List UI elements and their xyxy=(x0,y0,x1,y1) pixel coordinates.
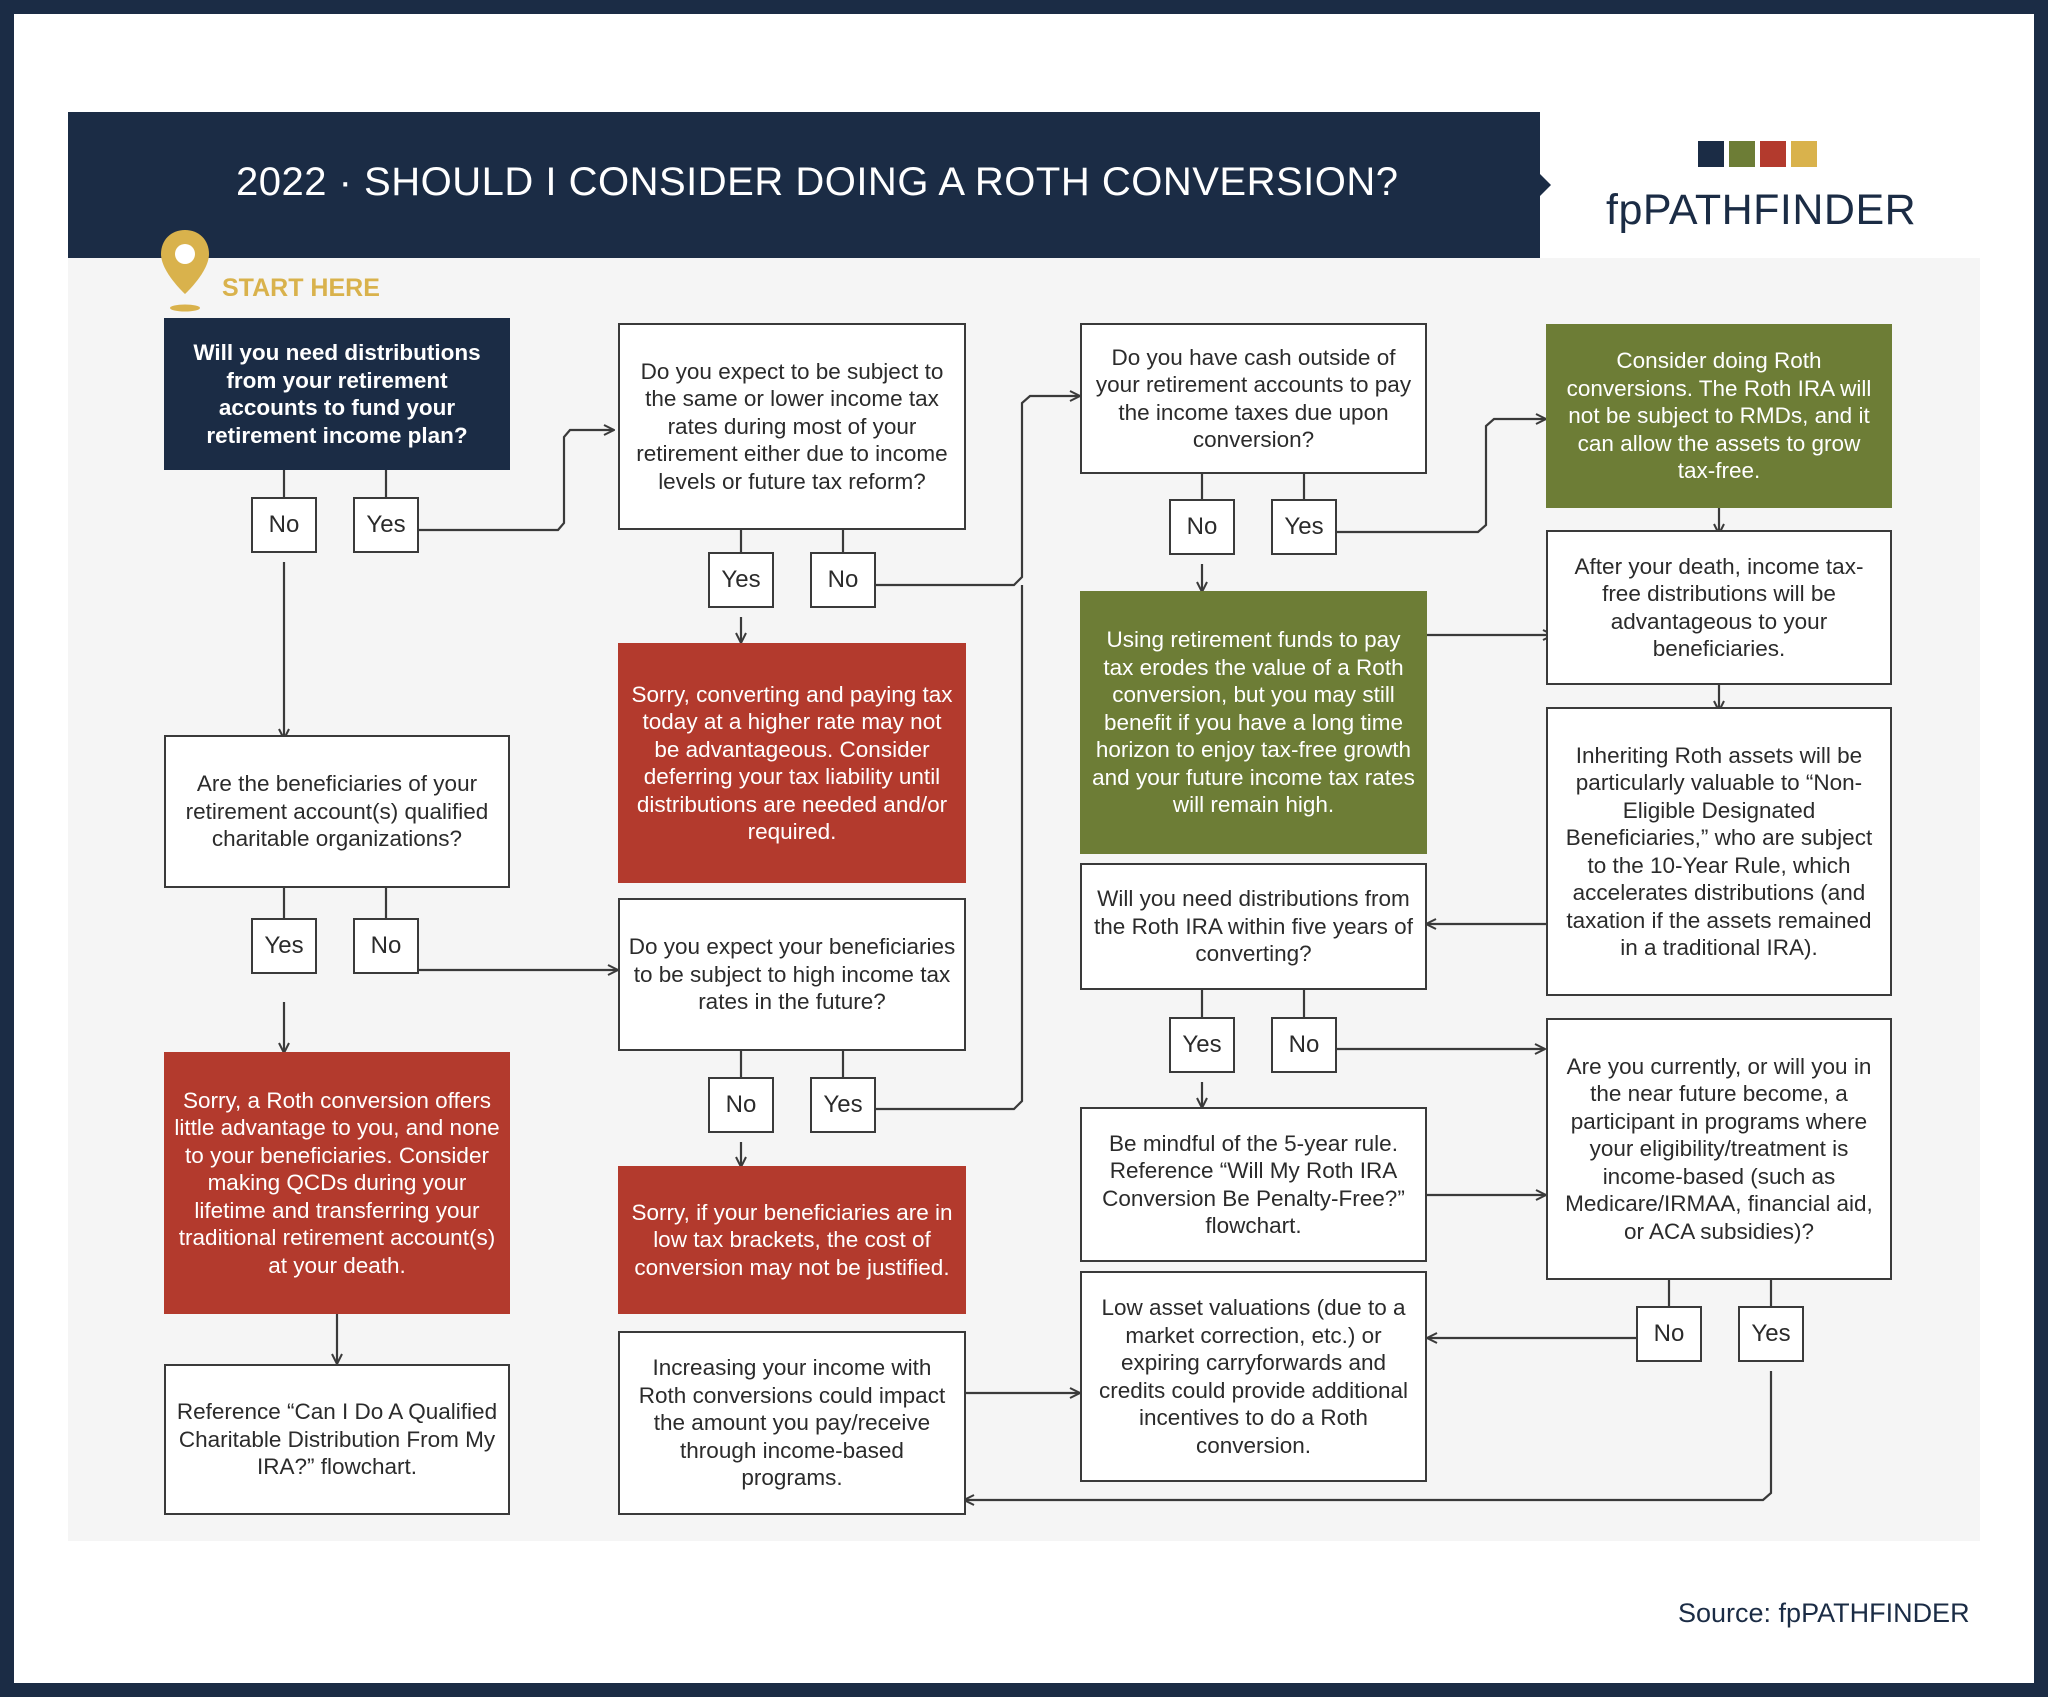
answer-yes: Yes xyxy=(251,918,317,974)
q-need-distributions: Will you need distributions from your re… xyxy=(164,318,510,470)
answer-yes: Yes xyxy=(1738,1306,1804,1362)
answer-yes: Yes xyxy=(1271,499,1337,555)
answer-no: No xyxy=(353,918,419,974)
answer-no: No xyxy=(810,552,876,608)
q-cash-outside: Do you have cash outside of your retirem… xyxy=(1080,323,1427,474)
answer-no: No xyxy=(1636,1306,1702,1362)
map-pin-icon xyxy=(161,230,209,312)
banner-pointer xyxy=(1540,174,1551,196)
n-income-programs: Increasing your income with Roth convers… xyxy=(618,1331,966,1515)
q-five-years: Will you need distributions from the Rot… xyxy=(1080,863,1427,990)
ref-qcd-flowchart: Reference “Can I Do A Qualified Charitab… xyxy=(164,1364,510,1515)
q-beneficiaries-charitable: Are the beneficiaries of your retirement… xyxy=(164,735,510,888)
brand-name: fpPATHFINDER xyxy=(1606,186,1917,234)
start-here-label: START HERE xyxy=(222,274,380,302)
answer-no: No xyxy=(1271,1017,1337,1073)
answer-no: No xyxy=(708,1077,774,1133)
answer-yes: Yes xyxy=(708,552,774,608)
answer-yes: Yes xyxy=(353,497,419,553)
n-five-year-rule: Be mindful of the 5-year rule. Reference… xyxy=(1080,1107,1427,1262)
r-higher-rate: Sorry, converting and paying tax today a… xyxy=(618,643,966,883)
brand-logo-icon xyxy=(1698,141,1817,167)
n-inheriting-roth: Inheriting Roth assets will be particula… xyxy=(1546,707,1892,996)
answer-yes: Yes xyxy=(1169,1017,1235,1073)
source-credit: Source: fpPATHFINDER xyxy=(1678,1598,1970,1628)
q-income-based-programs: Are you currently, or will you in the ne… xyxy=(1546,1018,1892,1280)
q-beneficiaries-high-rates: Do you expect your beneficiaries to be s… xyxy=(618,898,966,1051)
r-low-brackets: Sorry, if your beneficiaries are in low … xyxy=(618,1166,966,1314)
n-retirement-funds-tax: Using retirement funds to pay tax erodes… xyxy=(1080,591,1427,854)
q-same-or-lower-rates: Do you expect to be subject to the same … xyxy=(618,323,966,530)
n-consider-roth: Consider doing Roth conversions. The Rot… xyxy=(1546,324,1892,508)
answer-yes: Yes xyxy=(810,1077,876,1133)
answer-no: No xyxy=(1169,499,1235,555)
answer-no: No xyxy=(251,497,317,553)
page-title: 2022 · SHOULD I CONSIDER DOING A ROTH CO… xyxy=(236,160,1399,204)
n-after-death: After your death, income tax-free distri… xyxy=(1546,530,1892,685)
r-little-advantage: Sorry, a Roth conversion offers little a… xyxy=(164,1052,510,1314)
title-banner xyxy=(68,112,1540,258)
n-low-valuations: Low asset valuations (due to a market co… xyxy=(1080,1271,1427,1482)
